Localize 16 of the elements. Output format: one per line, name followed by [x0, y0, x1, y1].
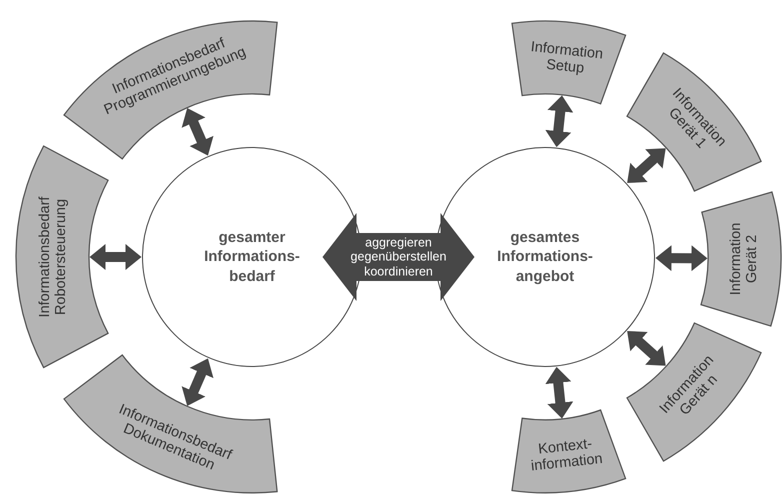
segment-label: Information Gerät 2: [728, 222, 761, 295]
segment-label: Information Setup: [528, 38, 604, 78]
double-arrow: [627, 148, 666, 184]
double-arrow: [656, 245, 708, 272]
segment-label: Kontext- information: [529, 436, 604, 476]
double-arrow: [90, 244, 142, 270]
double-arrow: [545, 95, 574, 148]
double-arrow: [322, 213, 474, 301]
circle-label: gesamter Informations- bedarf: [204, 228, 300, 286]
circle-label: gesamtes Informations- angebot: [497, 228, 593, 286]
double-arrow: [627, 330, 666, 366]
double-arrow: [182, 108, 214, 156]
edge-label: aggregieren gegenüberstellen koordinieren: [350, 235, 446, 279]
segment-label: Informationsbedarf Robotersteuerung: [36, 196, 69, 318]
double-arrow: [182, 358, 214, 406]
double-arrow: [545, 366, 574, 419]
